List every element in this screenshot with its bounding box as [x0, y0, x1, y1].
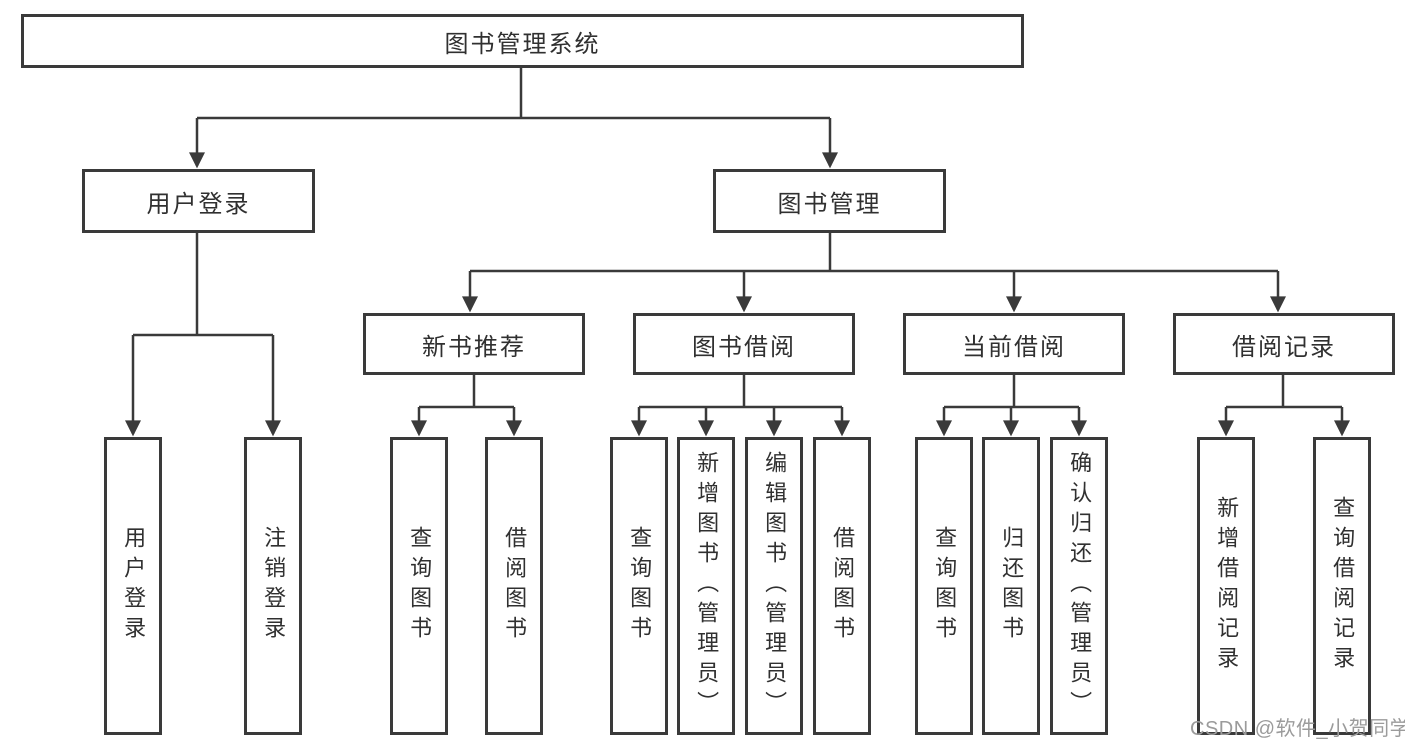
- node-current-borrowing-label: 当前借阅: [962, 333, 1066, 361]
- leaf-borrow-books-label: 借阅图书: [830, 526, 856, 646]
- leaf-add-book-admin-label: 新增图书（管理员）: [694, 451, 720, 721]
- node-library-system: 图书管理系统: [21, 14, 1024, 68]
- leaf-user-login: 用户登录: [104, 437, 162, 735]
- leaf-query-books-borrow-label: 查询图书: [627, 526, 653, 646]
- node-borrowing-records-label: 借阅记录: [1232, 333, 1336, 361]
- node-borrowing-records: 借阅记录: [1173, 313, 1395, 375]
- node-user-login: 用户登录: [82, 169, 315, 233]
- leaf-query-books-recommend: 查询图书: [390, 437, 448, 735]
- watermark: CSDN @软件_小贺同学: [1190, 718, 1405, 740]
- leaf-logout: 注销登录: [244, 437, 302, 735]
- leaf-query-borrow-record-label: 查询借阅记录: [1330, 496, 1356, 676]
- node-book-management: 图书管理: [713, 169, 946, 233]
- node-book-management-label: 图书管理: [777, 190, 882, 218]
- node-book-borrowing: 图书借阅: [633, 313, 855, 375]
- leaf-confirm-return-admin: 确认归还（管理员）: [1050, 437, 1108, 735]
- node-current-borrowing: 当前借阅: [903, 313, 1125, 375]
- node-new-book-recommendation: 新书推荐: [363, 313, 585, 375]
- leaf-add-borrow-record: 新增借阅记录: [1197, 437, 1255, 735]
- leaf-query-books-current-label: 查询图书: [932, 526, 958, 646]
- leaf-logout-label: 注销登录: [261, 526, 287, 646]
- leaf-query-borrow-record: 查询借阅记录: [1313, 437, 1371, 735]
- leaf-add-borrow-record-label: 新增借阅记录: [1214, 496, 1240, 676]
- leaf-add-book-admin: 新增图书（管理员）: [677, 437, 735, 735]
- node-user-login-label: 用户登录: [146, 190, 251, 218]
- leaf-borrow-books-recommend: 借阅图书: [485, 437, 543, 735]
- leaf-confirm-return-admin-label: 确认归还（管理员）: [1067, 451, 1093, 721]
- node-book-borrowing-label: 图书借阅: [692, 333, 796, 361]
- node-new-book-recommendation-label: 新书推荐: [422, 333, 526, 361]
- node-library-system-label: 图书管理系统: [444, 30, 601, 58]
- leaf-user-login-label: 用户登录: [121, 526, 147, 646]
- leaf-borrow-books-recommend-label: 借阅图书: [502, 526, 528, 646]
- leaf-edit-book-admin: 编辑图书（管理员）: [745, 437, 803, 735]
- leaf-edit-book-admin-label: 编辑图书（管理员）: [762, 451, 788, 721]
- leaf-query-books-recommend-label: 查询图书: [407, 526, 433, 646]
- leaf-return-books-label: 归还图书: [999, 526, 1025, 646]
- leaf-borrow-books: 借阅图书: [813, 437, 871, 735]
- leaf-query-books-borrow: 查询图书: [610, 437, 668, 735]
- leaf-query-books-current: 查询图书: [915, 437, 973, 735]
- leaf-return-books: 归还图书: [982, 437, 1040, 735]
